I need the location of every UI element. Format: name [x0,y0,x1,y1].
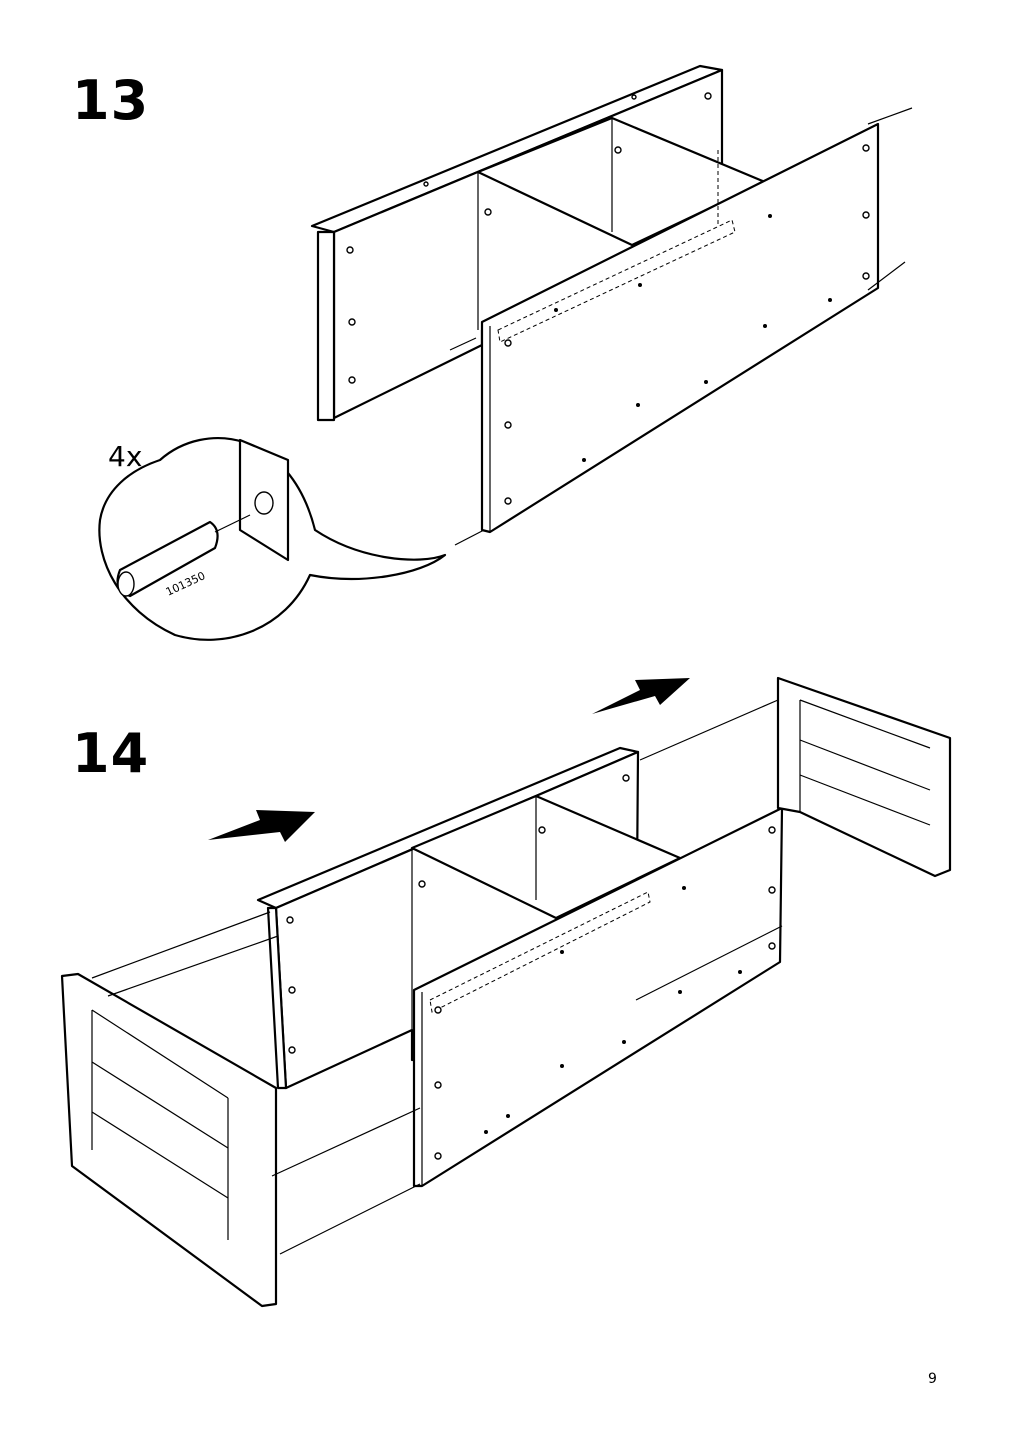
step-number-14: 14 [72,722,150,785]
hidden-edge-dashed-14 [429,891,651,1013]
hidden-edge-dashed [497,219,736,343]
arrow-right [208,810,315,842]
detail-hole [254,491,274,515]
carcass-front [412,806,784,1188]
right-end-frame [776,676,952,878]
page-number: 9 [928,1371,937,1387]
carcass-left-edge [266,906,288,1090]
back-panel-left-edge [316,230,336,422]
step-number-13: 13 [72,69,150,132]
front-panel [480,122,880,534]
step-14-drawing [60,676,952,1308]
step-13-drawing [310,64,913,546]
left-end-frame [60,972,278,1308]
dowel-detail-callout [98,437,447,641]
dowel-quantity-label: 4x [108,440,143,473]
arrow-left [592,678,690,714]
